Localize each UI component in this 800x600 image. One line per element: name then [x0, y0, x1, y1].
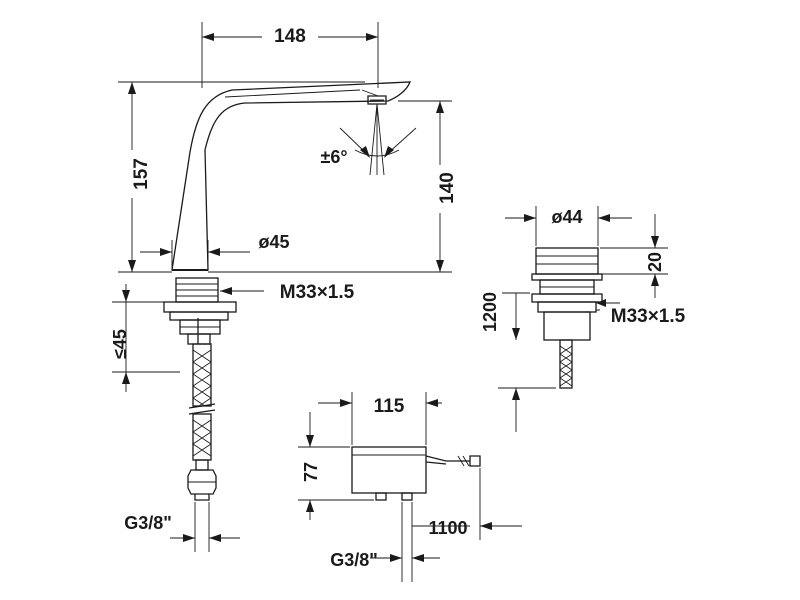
sensor-unit — [531, 247, 603, 389]
dim-spray-angle — [339, 103, 417, 176]
dim-sensor-cable — [498, 292, 556, 432]
label-connection-main: G3/8" — [124, 513, 172, 533]
label-sensor-height: 20 — [645, 252, 665, 272]
dim-box-cable — [411, 468, 522, 540]
label-spout-height: 140 — [437, 172, 458, 204]
label-box-width: 115 — [374, 396, 405, 417]
label-thread-main: M33×1.5 — [280, 282, 355, 303]
label-connection-box: G3/8" — [330, 550, 378, 570]
dim-sensor-diameter — [505, 206, 632, 246]
label-total-height: 157 — [131, 158, 152, 190]
dim-spout-height — [208, 100, 452, 273]
faucet-body — [171, 81, 411, 271]
label-base-diameter: ø45 — [258, 232, 289, 252]
dim-sensor-height — [600, 214, 668, 298]
dim-connection-main — [170, 502, 240, 552]
label-box-height: 77 — [301, 462, 321, 482]
label-spray-angle: ±6° — [320, 147, 347, 167]
dim-base-diameter — [140, 240, 250, 268]
label-min-clamp: ≤45 — [110, 329, 130, 359]
faucet-mounting — [163, 277, 237, 345]
dim-min-clamp — [112, 284, 180, 392]
dim-thread-main — [220, 287, 264, 295]
dim-spout-reach — [201, 22, 379, 88]
dim-connection-box — [370, 502, 440, 582]
label-thread-sensor: M33×1.5 — [611, 306, 686, 327]
label-spout-reach: 148 — [274, 26, 306, 47]
dim-thread-sensor — [596, 299, 620, 311]
label-box-cable: 1100 — [428, 518, 467, 538]
dim-box-width — [318, 392, 442, 445]
dim-total-height — [118, 81, 365, 273]
label-sensor-cable: 1200 — [480, 292, 500, 332]
control-box — [351, 446, 481, 501]
label-sensor-diameter: ø44 — [551, 207, 582, 227]
faucet-hose — [187, 343, 217, 501]
dim-box-height — [298, 412, 374, 520]
